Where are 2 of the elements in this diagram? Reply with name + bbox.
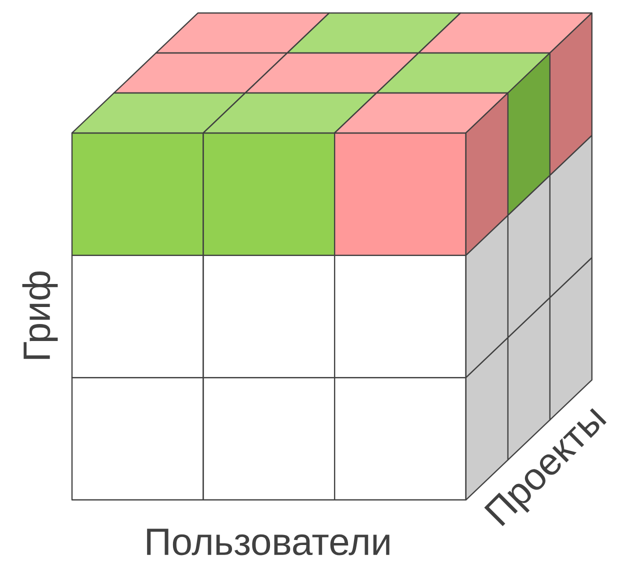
axis-label: Гриф [22,272,58,359]
axis-label: Пользователи [147,528,390,556]
